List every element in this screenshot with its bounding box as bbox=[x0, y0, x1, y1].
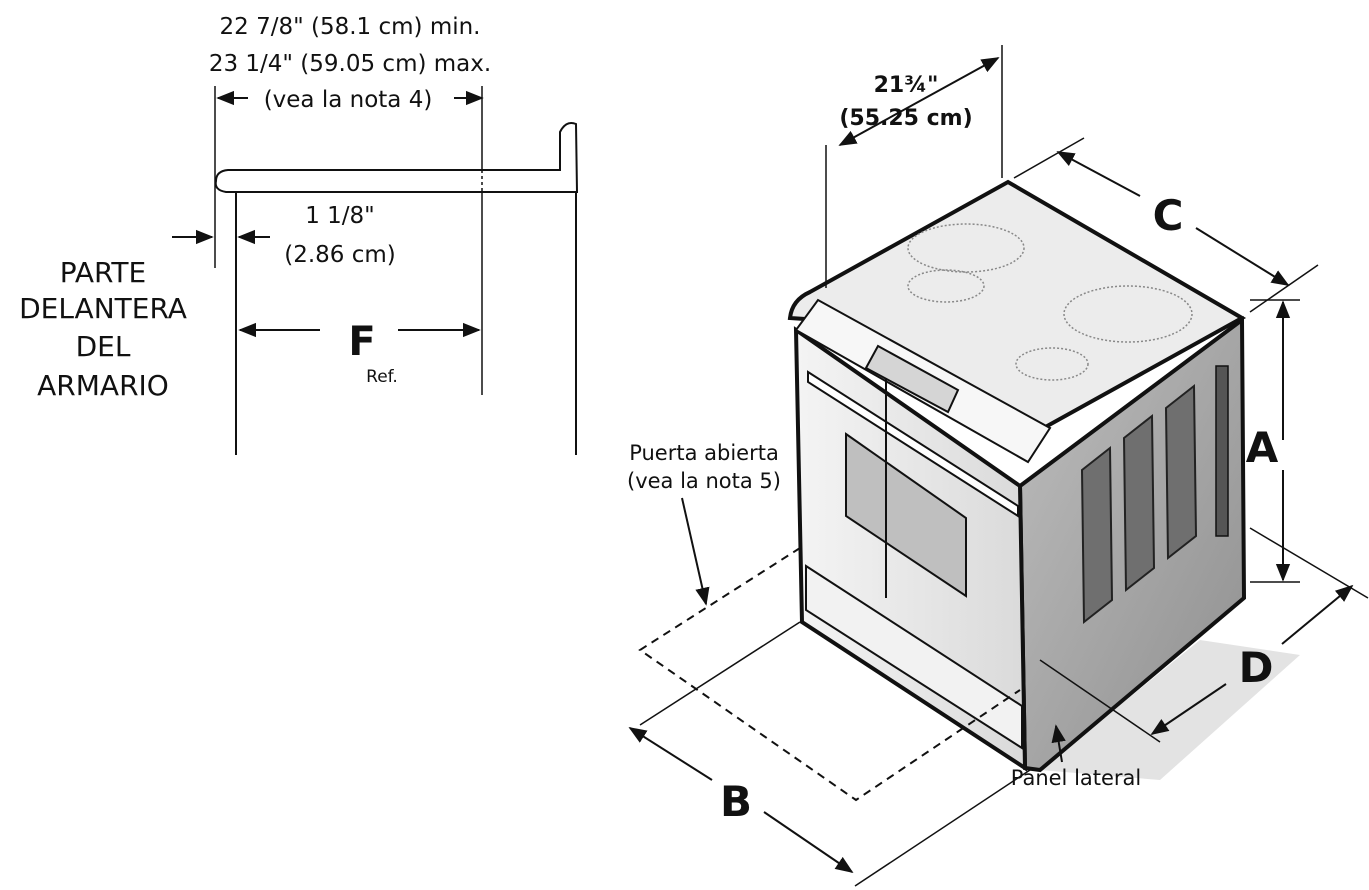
countertop-section: 22 7/8" (58.1 cm) min. 23 1/4" (59.05 cm… bbox=[19, 14, 579, 455]
dim-f-ref-label: Ref. bbox=[366, 367, 398, 387]
side-rail bbox=[1215, 365, 1229, 537]
drawer bbox=[805, 564, 1023, 750]
b-ext-left bbox=[639, 621, 801, 726]
note-5-label: (vea la nota 5) bbox=[627, 469, 781, 493]
overhang-label: 1 1/8" bbox=[305, 203, 375, 229]
width-max-label: 23 1/4" (59.05 cm) max. bbox=[209, 51, 491, 77]
countertop-slab bbox=[214, 122, 579, 193]
cabinet-front-line-1: PARTE bbox=[60, 256, 146, 289]
c-arrow-bottom bbox=[1195, 227, 1290, 286]
dim-f-label: F bbox=[348, 319, 375, 365]
oven-window bbox=[845, 432, 967, 598]
c-ext-top bbox=[1013, 137, 1085, 179]
c-ext-bottom bbox=[1249, 264, 1319, 313]
cabinet-front-line-3: DEL bbox=[76, 330, 131, 363]
note-4-label: (vea la nota 4) bbox=[264, 87, 433, 113]
dim-d-label: D bbox=[1239, 643, 1274, 692]
burners bbox=[907, 223, 1193, 381]
door-open-leader bbox=[681, 497, 710, 606]
side-panel-label: Panel lateral bbox=[1011, 766, 1142, 790]
overhang-cm-label: (2.86 cm) bbox=[284, 242, 396, 268]
door-handle bbox=[807, 370, 1019, 518]
b-arrow-left bbox=[628, 727, 713, 781]
c-arrow-top bbox=[1056, 151, 1141, 197]
cabinet-front-line-4: ARMARIO bbox=[37, 369, 169, 402]
side-bays bbox=[1080, 383, 1198, 625]
b-ext-right bbox=[854, 769, 1031, 887]
display-window bbox=[864, 344, 960, 414]
d-ext-bottom bbox=[1039, 659, 1161, 743]
cooktop-surface bbox=[787, 179, 1247, 433]
range-illustration: 21¾" (55.25 cm) C A D B Puerta abierta (… bbox=[627, 45, 1369, 887]
cabinet-front-line-2: DELANTERA bbox=[19, 292, 187, 325]
floor-shadow bbox=[1040, 640, 1300, 780]
side-panel-leader bbox=[1051, 724, 1066, 763]
b-arrow-right bbox=[763, 811, 854, 874]
width-min-label: 22 7/8" (58.1 cm) min. bbox=[220, 14, 481, 40]
depth-label: 21¾" bbox=[874, 73, 939, 98]
door-open-label: Puerta abierta bbox=[629, 441, 779, 465]
depth-arrow bbox=[838, 57, 1000, 146]
depth-cm-label: (55.25 cm) bbox=[839, 106, 972, 131]
dim-c-label: C bbox=[1153, 191, 1184, 240]
door-open-outline bbox=[638, 547, 1021, 802]
dim-a-label: A bbox=[1246, 423, 1279, 472]
dim-b-label: B bbox=[720, 777, 752, 826]
d-arrow-bottom bbox=[1150, 683, 1227, 736]
d-arrow-top bbox=[1281, 584, 1354, 645]
